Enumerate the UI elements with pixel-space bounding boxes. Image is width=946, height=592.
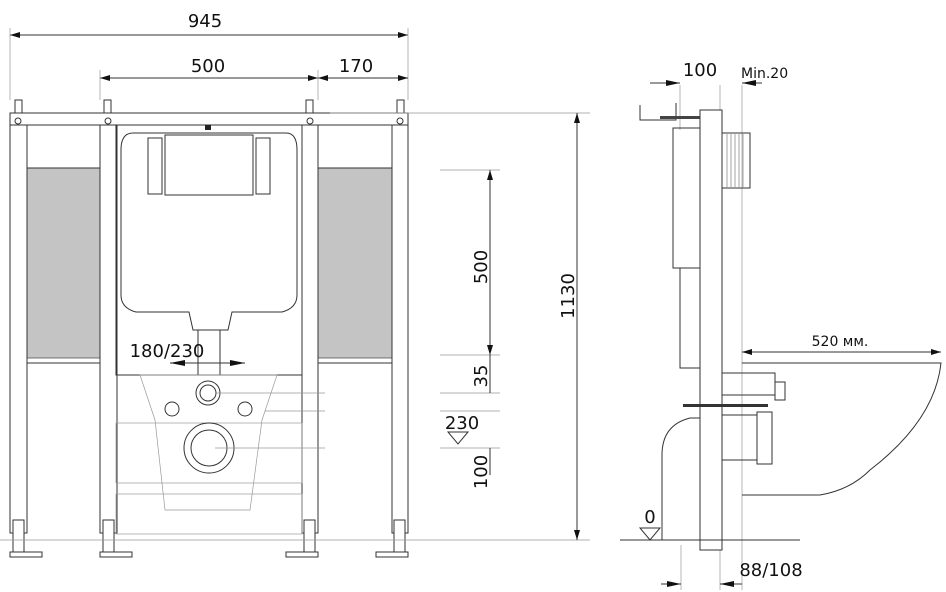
cistern [115, 124, 303, 376]
side-panel-left [26, 167, 101, 359]
frame-side [699, 109, 723, 551]
dim-offset-35: 35 [471, 365, 492, 388]
dim-bowl-projection: 520 мм. [812, 334, 869, 350]
dim-inlet-spacing: 180/230 [130, 341, 205, 362]
dim-floor-level: 0 [644, 507, 655, 528]
dim-wall-min: Min.20 [741, 66, 788, 82]
dim-frame-depth: 100 [683, 60, 717, 81]
dim-total-width: 945 [188, 11, 222, 32]
dim-cistern-width: 500 [191, 56, 225, 77]
dim-drain-offset: 100 [471, 455, 492, 489]
side-view: 100 Min.20 520 мм. 0 88/108 [620, 60, 942, 590]
frame-posts [0, 99, 420, 558]
bowl-front [115, 374, 325, 535]
wall-hung-bowl [742, 362, 942, 496]
dim-side-width: 170 [339, 56, 373, 77]
front-view: 945 500 170 180/230 500 35 230 100 1130 [0, 11, 590, 558]
level-triangle-icon [446, 431, 470, 445]
side-panel-right [317, 167, 393, 359]
dim-total-height: 1130 [558, 273, 579, 319]
floor-level-icon [638, 527, 662, 541]
dim-inlet-height: 230 [445, 413, 479, 434]
dim-cistern-height: 500 [471, 250, 492, 284]
dim-foot-depth: 88/108 [739, 560, 802, 581]
